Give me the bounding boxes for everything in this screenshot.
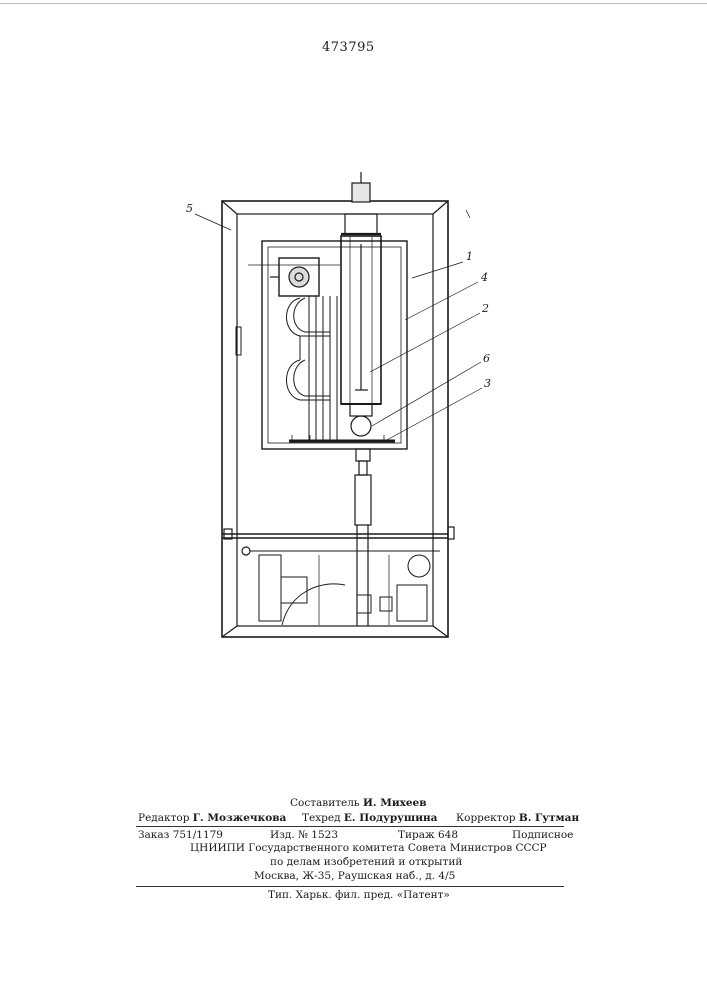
figure-label-5: 5 [186, 202, 193, 215]
techred-line: Техред Е. Подурушина [302, 812, 437, 824]
techred-label: Техред [302, 812, 341, 824]
main-cylinder [341, 236, 381, 416]
compiler-line: Составитель И. Михеев [290, 797, 427, 809]
compiler-name: И. Михеев [363, 797, 427, 809]
printer-line: Тип. Харьк. фил. пред. «Патент» [268, 889, 450, 901]
compiler-label: Составитель [290, 797, 360, 809]
circulation: Тираж 648 [398, 829, 458, 841]
organization-line-2: по делам изобретений и открытий [270, 856, 462, 868]
address: Москва, Ж-35, Раушская наб., д. 4/5 [254, 870, 455, 882]
edition-number: Изд. № 1523 [270, 829, 338, 841]
leader-lines [195, 210, 482, 441]
imprint-rule-top [136, 826, 564, 827]
order-number: Заказ 751/1179 [138, 829, 223, 841]
bearing-ball [351, 416, 371, 436]
figure-label-4: 4 [481, 271, 488, 284]
figure-label-6: 6 [483, 352, 490, 365]
cabinet-frame [222, 201, 448, 637]
corrector-name: В. Гутман [519, 812, 579, 824]
coil-tubing [287, 296, 338, 440]
editor-label: Редактор [138, 812, 189, 824]
valve-box [270, 258, 319, 296]
figure-label-2: 2 [482, 302, 489, 315]
figure-label-3: 3 [484, 377, 491, 390]
inner-chamber [248, 241, 407, 449]
figure-label-1: 1 [466, 250, 473, 263]
techred-name: Е. Подурушина [344, 812, 438, 824]
organization-line-1: ЦНИИПИ Государственного комитета Совета … [190, 842, 547, 854]
corrector-label: Корректор [456, 812, 516, 824]
imprint-rule-bottom [136, 886, 564, 887]
drive-compartment [259, 555, 430, 625]
subscription: Подписное [512, 829, 573, 841]
editor-line: Редактор Г. Мозжечкова [138, 812, 286, 824]
corrector-line: Корректор В. Гутман [456, 812, 579, 824]
base-plate [289, 435, 395, 441]
top-spindle [341, 172, 381, 234]
editor-name: Г. Мозжечкова [193, 812, 287, 824]
